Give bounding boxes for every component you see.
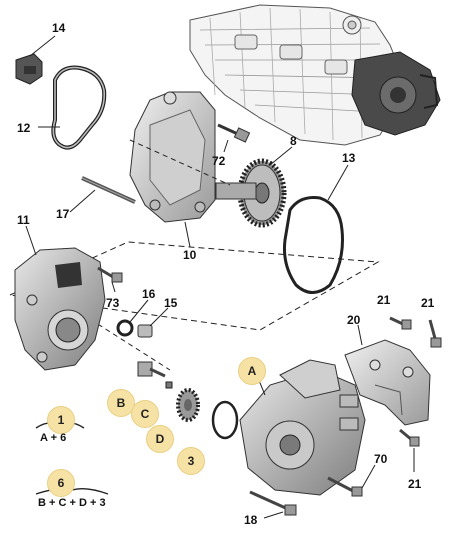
part-14-sensor xyxy=(15,35,56,85)
part-73-bolt xyxy=(97,266,123,293)
part-3-oring xyxy=(211,400,239,440)
installed-pump-dark xyxy=(351,51,441,136)
part-72-bolt xyxy=(217,123,251,153)
callout-18: 18 xyxy=(244,513,258,527)
axis-line-1 xyxy=(129,139,231,186)
part-C-key xyxy=(165,381,173,389)
callout-73: 73 xyxy=(106,296,120,310)
badge-D: D xyxy=(146,425,174,453)
part-10-housing xyxy=(129,91,216,248)
part-12-gasket xyxy=(38,65,107,150)
callout-20: 20 xyxy=(347,313,361,327)
part-17-stud xyxy=(69,176,136,213)
legend-kit-6-formula: B + C + D + 3 xyxy=(38,497,106,509)
callout-70: 70 xyxy=(374,452,388,466)
part-B-nut xyxy=(137,361,166,378)
callout-15: 15 xyxy=(164,296,178,310)
callout-14: 14 xyxy=(52,21,66,35)
badge-B: B xyxy=(107,389,135,417)
callout-10: 10 xyxy=(183,248,197,262)
badge-A: A xyxy=(238,357,266,385)
badge-C: C xyxy=(131,400,159,428)
callout-21-a: 21 xyxy=(377,293,391,307)
callout-72: 72 xyxy=(212,154,226,168)
part-20-bracket xyxy=(344,324,431,426)
bolt-21-top-right xyxy=(428,319,442,348)
legend-kit-6-badge: 6 xyxy=(47,469,75,497)
bolt-21-bottom xyxy=(399,428,420,472)
callout-12: 12 xyxy=(17,121,31,135)
bolt-21-top-left xyxy=(389,316,412,330)
part-13-seal-ring xyxy=(283,164,349,294)
part-15-plug xyxy=(137,307,169,338)
assembly-outline xyxy=(8,241,380,331)
callout-8: 8 xyxy=(290,134,297,148)
legend-kit-1-badge: 1 xyxy=(47,406,75,434)
part-16-washer xyxy=(116,299,149,337)
part-D-pinion xyxy=(176,388,200,422)
callout-11: 11 xyxy=(17,213,30,227)
engine-block xyxy=(189,4,401,146)
badge-3: 3 xyxy=(177,447,205,475)
callout-21-c: 21 xyxy=(408,477,422,491)
callout-13: 13 xyxy=(342,151,356,165)
part-A-pump xyxy=(239,359,366,496)
bolt-18 xyxy=(249,490,297,519)
part-11-bracket xyxy=(14,225,106,371)
bolt-70 xyxy=(327,464,376,497)
callout-16: 16 xyxy=(142,287,156,301)
callout-17: 17 xyxy=(56,207,70,221)
part-8-gear xyxy=(215,146,293,228)
legend-kit-1-formula: A + 6 xyxy=(40,432,67,444)
callout-21-b: 21 xyxy=(421,296,435,310)
